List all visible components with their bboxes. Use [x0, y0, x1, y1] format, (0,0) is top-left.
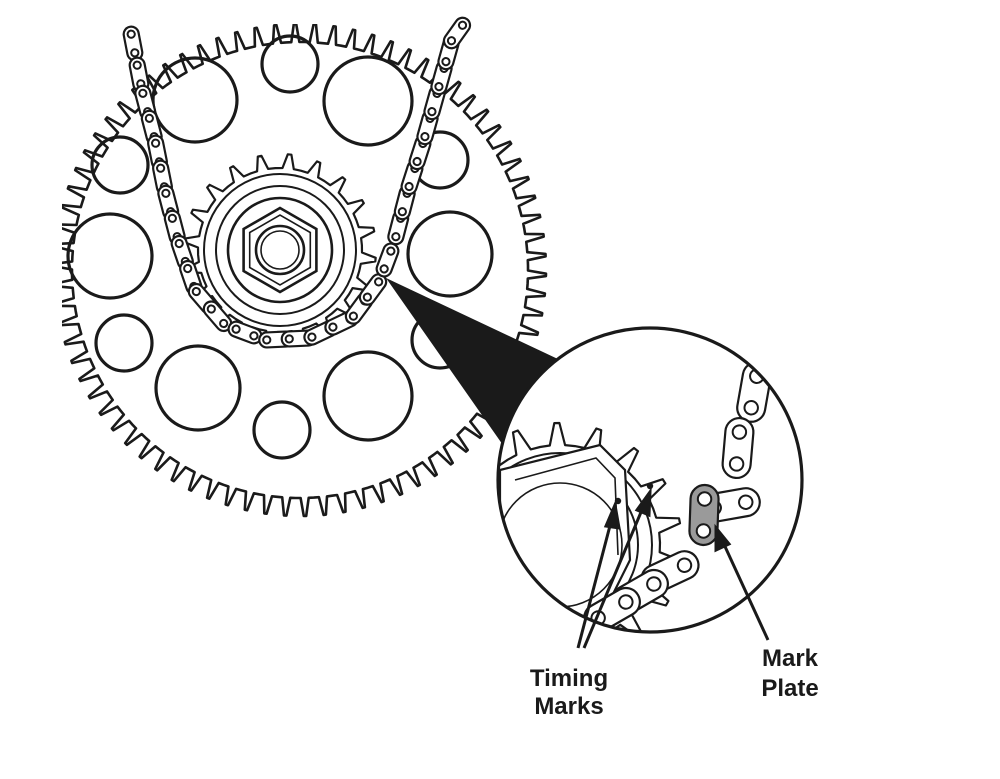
gear-hole [66, 212, 154, 300]
gear-hole [90, 135, 150, 195]
mark-plate-label: Mark Plate [761, 645, 818, 702]
gear-hole [260, 34, 320, 94]
chain-link [442, 16, 472, 50]
mark-plate-label-line1: Mark [762, 645, 819, 672]
timing-marks-label-line2: Marks [534, 693, 603, 720]
gear-hole [406, 210, 494, 298]
gear-hole [322, 350, 414, 442]
timing-mark-dot [646, 482, 654, 490]
pointer-arrows [576, 487, 770, 649]
timing-marks-label-line1: Timing [530, 665, 608, 692]
timing-chain-icon [122, 16, 472, 349]
timing-marks-label: Timing Marks [530, 665, 608, 720]
gear-hole [252, 400, 312, 460]
crank-sprocket-icon [183, 153, 377, 347]
chain-link [227, 320, 263, 345]
mark-plate-link [688, 483, 720, 547]
chain-link [721, 416, 755, 480]
gear-hole [94, 313, 154, 373]
gear-hole [322, 55, 414, 147]
gear-hole [154, 344, 242, 432]
chain-link [122, 25, 144, 62]
mark-plate-label-line2: Plate [761, 675, 818, 702]
timing-mark-dot [614, 497, 622, 505]
chain-link [375, 242, 400, 278]
